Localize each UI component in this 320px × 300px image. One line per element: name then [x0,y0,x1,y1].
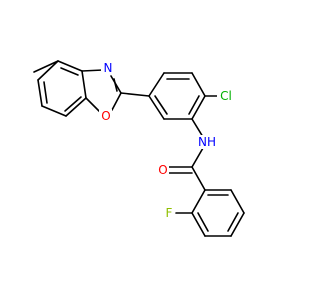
atom-label-nh: NH [198,135,216,149]
molecule-structure-diagram: N O Cl NH O F [33,60,245,237]
atom-o-oxazole: O [99,109,112,123]
atom-nh: NH [196,135,218,149]
bond-methyl [33,60,59,73]
bond-carbonyl-ring [191,166,206,191]
bond-nh-carbonyl [191,147,204,168]
fluorophenyl-ring [191,189,245,237]
atom-label-n: N [104,61,113,75]
atom-label-cl: Cl [220,89,232,103]
central-phenyl-ring [148,72,206,120]
bond-oxazole-phenyl [120,92,150,97]
atom-cl: Cl [217,89,235,103]
benzoxazole-benzene-ring [37,60,87,117]
atom-label-o-carbonyl: O [158,163,167,177]
atom-label-f: F [166,206,173,220]
bond-phenyl-nh [191,118,204,138]
oxazole-ring [81,69,122,113]
atom-o-carbonyl: O [156,163,169,177]
atom-f: F [162,206,175,220]
atom-label-o-ring: O [101,109,110,123]
atom-n-oxazole: N [101,61,114,75]
